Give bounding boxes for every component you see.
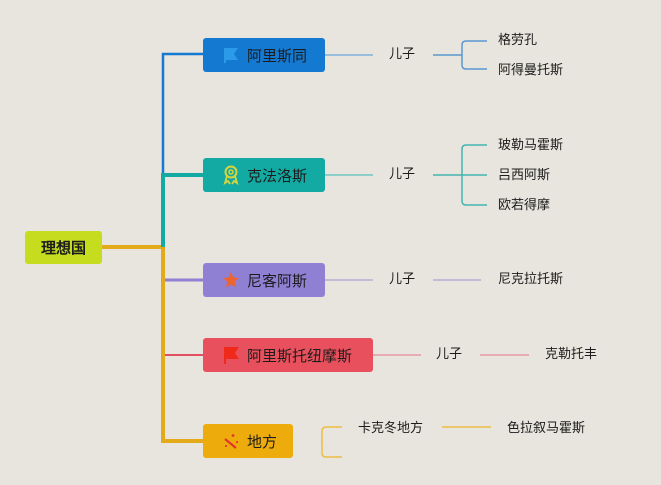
branch-label: 阿里斯同 bbox=[247, 46, 308, 65]
root-node[interactable]: 理想国 bbox=[25, 231, 102, 264]
child-node[interactable]: 吕西阿斯 bbox=[498, 168, 551, 183]
branch-node-5[interactable]: 地方 bbox=[203, 424, 293, 458]
branch-label: 阿里斯托纽摩斯 bbox=[247, 346, 353, 365]
branch-label: 地方 bbox=[247, 432, 278, 451]
red-flag-icon bbox=[221, 345, 241, 365]
branch-node-3[interactable]: 尼客阿斯 bbox=[203, 263, 325, 297]
relation-label[interactable]: 儿子 bbox=[389, 167, 416, 182]
place-node[interactable]: 卡克冬地方 bbox=[358, 421, 424, 436]
branch-connector-2 bbox=[161, 173, 204, 247]
place-connector-5 bbox=[321, 426, 342, 458]
star-icon bbox=[221, 270, 241, 290]
child-node[interactable]: 欧若得摩 bbox=[498, 198, 551, 213]
flag-icon bbox=[221, 45, 241, 65]
branch-node-4[interactable]: 阿里斯托纽摩斯 bbox=[203, 338, 373, 372]
branch-node-2[interactable]: 克法洛斯 bbox=[203, 158, 325, 192]
branch-connector-1 bbox=[161, 52, 204, 175]
relation-label[interactable]: 儿子 bbox=[389, 47, 416, 62]
branch-label: 克法洛斯 bbox=[247, 166, 308, 185]
child-node[interactable]: 阿得曼托斯 bbox=[498, 63, 564, 78]
child-node[interactable]: 玻勒马霍斯 bbox=[498, 138, 564, 153]
branch-connector-5 bbox=[161, 247, 204, 443]
child-node[interactable]: 格劳孔 bbox=[498, 33, 538, 48]
relation-label[interactable]: 儿子 bbox=[436, 347, 463, 362]
relation-label[interactable]: 儿子 bbox=[389, 272, 416, 287]
magic-wand-icon bbox=[221, 431, 241, 451]
child-node[interactable]: 尼克拉托斯 bbox=[498, 272, 564, 287]
award-ribbon-icon bbox=[221, 165, 241, 185]
branch-node-1[interactable]: 阿里斯同 bbox=[203, 38, 325, 72]
child-connector-2 bbox=[433, 144, 487, 206]
root-label: 理想国 bbox=[40, 239, 86, 257]
child-connector-1 bbox=[433, 40, 487, 70]
child-node[interactable]: 色拉叙马霍斯 bbox=[507, 421, 586, 436]
child-node[interactable]: 克勒托丰 bbox=[545, 347, 598, 362]
branch-label: 尼客阿斯 bbox=[247, 271, 308, 290]
